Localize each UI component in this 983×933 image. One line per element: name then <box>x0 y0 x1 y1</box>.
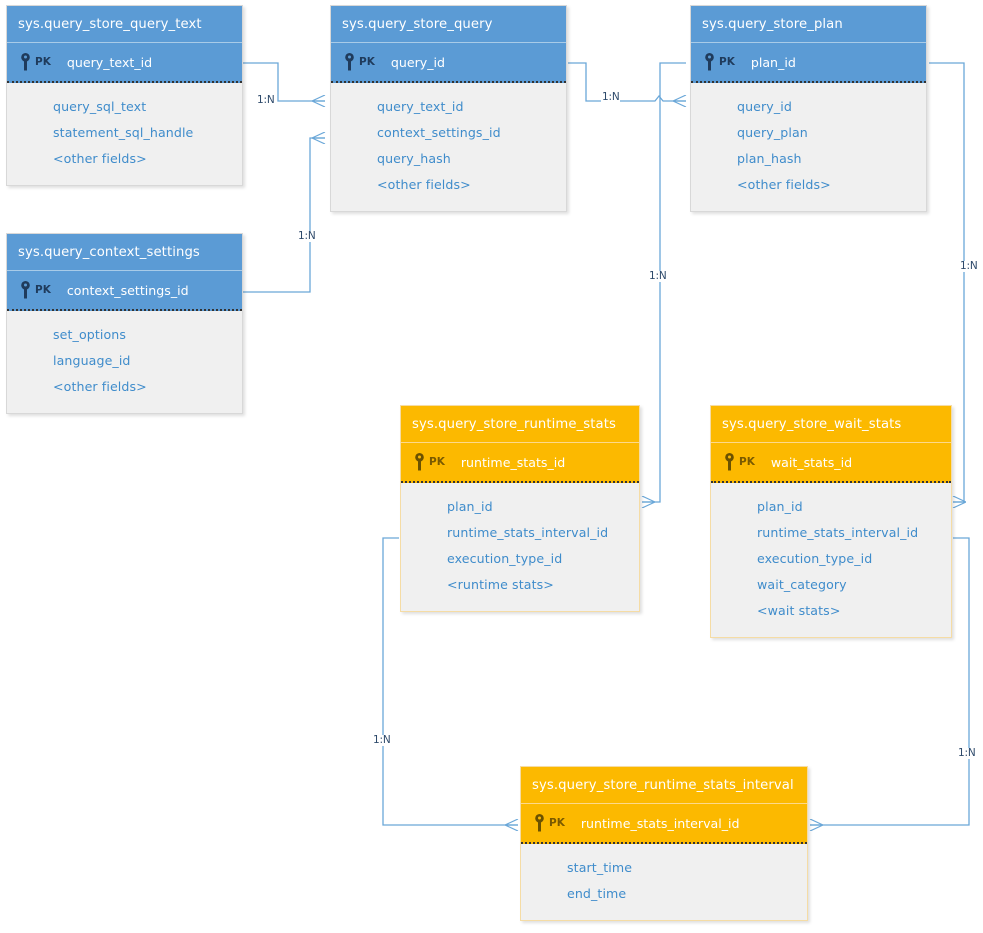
edge-label-runtime-stats-to-interval: 1:N <box>372 734 392 746</box>
entity-field: <other fields> <box>53 379 147 394</box>
connector-plan-to-runtime-stats <box>642 62 686 502</box>
pk-badge: PK <box>549 817 565 829</box>
entity-title: sys.query_store_wait_stats <box>711 406 951 443</box>
pk-field-name: runtime_stats_id <box>460 454 566 470</box>
entity-field-list: plan_id runtime_stats_interval_id execut… <box>401 483 639 611</box>
entity-primary-key-row: PK query_id <box>331 43 566 83</box>
entity-field: <other fields> <box>737 177 831 192</box>
entity-field-list: query_id query_plan plan_hash <other fie… <box>691 83 926 211</box>
entity-query-context-settings[interactable]: sys.query_context_settings PK context_se… <box>6 233 243 414</box>
entity-field: <other fields> <box>377 177 471 192</box>
key-icon <box>16 53 34 71</box>
entity-field: <other fields> <box>53 151 147 166</box>
entity-title: sys.query_store_runtime_stats_interval <box>521 767 807 804</box>
pk-badge: PK <box>719 56 735 68</box>
entity-title: sys.query_store_query <box>331 6 566 43</box>
pk-field-name: plan_id <box>750 54 796 70</box>
entity-field: <wait stats> <box>757 603 841 618</box>
entity-primary-key-row: PK query_text_id <box>7 43 242 83</box>
entity-field-list: query_sql_text statement_sql_handle <oth… <box>7 83 242 185</box>
edge-label-wait-stats-to-interval: 1:N <box>957 747 977 759</box>
pk-field-name: query_id <box>390 54 445 70</box>
entity-primary-key-row: PK plan_id <box>691 43 926 83</box>
entity-query-store-plan[interactable]: sys.query_store_plan PK plan_id query_id… <box>690 5 927 212</box>
edge-label-text-to-query: 1:N <box>256 94 276 106</box>
entity-title: sys.query_store_runtime_stats <box>401 406 639 443</box>
key-icon <box>410 453 428 471</box>
entity-title: sys.query_store_query_text <box>7 6 242 43</box>
pk-badge: PK <box>35 56 51 68</box>
entity-query-store-query-text[interactable]: sys.query_store_query_text PK query_text… <box>6 5 243 186</box>
entity-field: plan_id <box>447 499 493 514</box>
connector-context-to-query <box>243 138 325 293</box>
edge-label-plan-to-runtime-stats: 1:N <box>648 270 668 282</box>
entity-field: query_hash <box>377 151 451 166</box>
entity-field-list: start_time end_time <box>521 844 807 920</box>
entity-field: runtime_stats_interval_id <box>757 525 919 540</box>
entity-field: context_settings_id <box>377 125 501 140</box>
edge-label-context-to-query: 1:N <box>297 230 317 242</box>
entity-title: sys.query_context_settings <box>7 234 242 271</box>
entity-field: set_options <box>53 327 127 342</box>
entity-primary-key-row: PK context_settings_id <box>7 271 242 311</box>
entity-primary-key-row: PK wait_stats_id <box>711 443 951 483</box>
pk-badge: PK <box>739 456 755 468</box>
key-icon <box>530 814 548 832</box>
entity-field: end_time <box>567 886 627 901</box>
entity-field: query_text_id <box>377 99 464 114</box>
pk-field-name: runtime_stats_interval_id <box>580 815 740 831</box>
entity-query-store-runtime-stats[interactable]: sys.query_store_runtime_stats PK runtime… <box>400 405 640 612</box>
entity-field: execution_type_id <box>447 551 563 566</box>
entity-field-list: plan_id runtime_stats_interval_id execut… <box>711 483 951 637</box>
entity-primary-key-row: PK runtime_stats_interval_id <box>521 804 807 844</box>
key-icon <box>340 53 358 71</box>
entity-field: statement_sql_handle <box>53 125 194 140</box>
edge-label-query-to-plan: 1:N <box>601 91 621 103</box>
entity-query-store-wait-stats[interactable]: sys.query_store_wait_stats PK wait_stats… <box>710 405 952 638</box>
entity-primary-key-row: PK runtime_stats_id <box>401 443 639 483</box>
entity-query-store-runtime-stats-interval[interactable]: sys.query_store_runtime_stats_interval P… <box>520 766 808 921</box>
key-icon <box>700 53 718 71</box>
entity-field-list: set_options language_id <other fields> <box>7 311 242 413</box>
key-icon <box>16 281 34 299</box>
pk-field-name: query_text_id <box>66 54 153 70</box>
entity-field: query_plan <box>737 125 808 140</box>
pk-field-name: context_settings_id <box>66 282 189 298</box>
pk-badge: PK <box>35 284 51 296</box>
pk-field-name: wait_stats_id <box>770 454 853 470</box>
entity-field: query_sql_text <box>53 99 147 114</box>
entity-field: wait_category <box>757 577 847 592</box>
edge-label-plan-to-wait-stats: 1:N <box>959 260 979 272</box>
entity-field: start_time <box>567 860 633 875</box>
entity-field: <runtime stats> <box>447 577 554 592</box>
entity-title: sys.query_store_plan <box>691 6 926 43</box>
key-icon <box>720 453 738 471</box>
pk-badge: PK <box>359 56 375 68</box>
entity-query-store-query[interactable]: sys.query_store_query PK query_id query_… <box>330 5 567 212</box>
entity-field: query_id <box>737 99 792 114</box>
entity-field: execution_type_id <box>757 551 873 566</box>
entity-field: plan_hash <box>737 151 802 166</box>
entity-field: plan_id <box>757 499 803 514</box>
entity-field-list: query_text_id context_settings_id query_… <box>331 83 566 211</box>
pk-badge: PK <box>429 456 445 468</box>
connector-query-to-plan <box>568 62 686 101</box>
entity-field: language_id <box>53 353 131 368</box>
entity-field: runtime_stats_interval_id <box>447 525 609 540</box>
